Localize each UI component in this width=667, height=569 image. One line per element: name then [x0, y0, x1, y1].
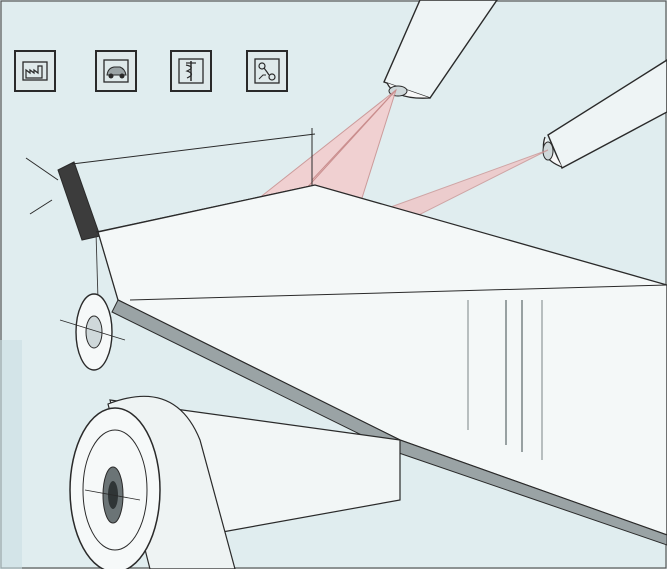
upper-roller: [59, 293, 126, 371]
laser-emitter-top: [383, 0, 498, 99]
material-roll: [69, 395, 401, 569]
laser-emitter-right: [542, 59, 667, 169]
medical-caduceus-icon: [170, 50, 212, 92]
factory-icon: [14, 50, 56, 92]
car-icon: [95, 50, 137, 92]
circuit-icon: [246, 50, 288, 92]
left-shade: [0, 340, 22, 569]
